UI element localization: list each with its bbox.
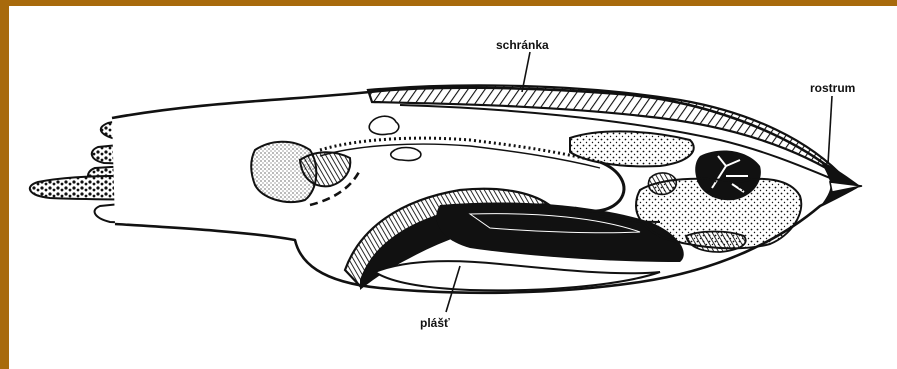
organ-blob-1 — [369, 116, 399, 134]
label-shell: schránka — [496, 38, 549, 52]
organ-blob-2 — [391, 148, 421, 161]
label-mantle: plášť — [420, 316, 450, 330]
label-rostrum: rostrum — [810, 81, 855, 95]
heart — [648, 173, 676, 194]
leader-rostrum — [828, 96, 832, 164]
